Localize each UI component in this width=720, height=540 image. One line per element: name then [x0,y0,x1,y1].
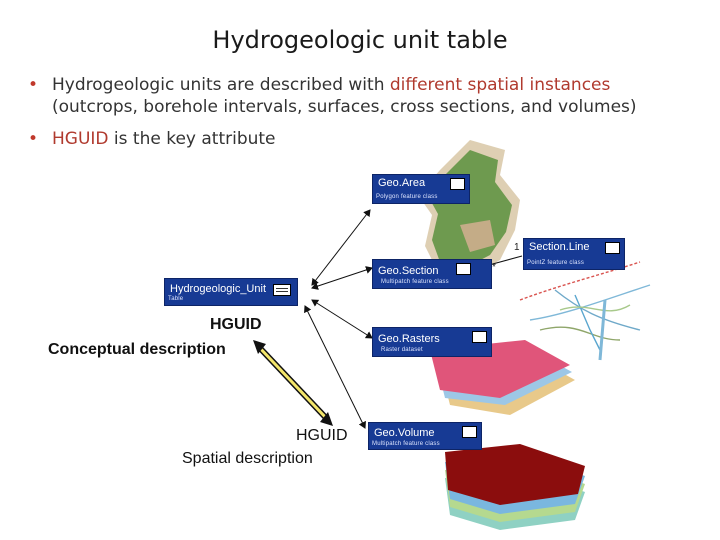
connector-to-geo-rasters [311,299,373,339]
slide-title: Hydrogeologic unit table [212,26,508,54]
bullet-item-spatial-instances: • Hydrogeologic units are described with… [26,74,706,118]
geo-section-class[interactable]: Geo.Section Multipatch feature class [372,259,492,289]
bullet-item-hguid: • HGUID is the key attribute [26,128,706,150]
class-name: Geo.Rasters [378,333,440,345]
polygon-outcrop-image [418,140,520,278]
table-icon [273,284,291,296]
section-line-class[interactable]: Section.Line PointZ feature class [523,238,625,270]
geo-volume-class[interactable]: Geo.Volume Multipatch feature class [368,422,482,450]
multipatch-class-icon [462,426,477,438]
bullet-text-post: is the key attribute [108,129,276,149]
connector-to-geo-volume [304,305,366,429]
bullet-text-highlight: different spatial instances [389,75,611,95]
class-type: Raster dataset [381,347,423,353]
connector-to-geo-area [311,209,371,286]
geo-rasters-class[interactable]: Geo.Rasters Raster dataset [372,327,492,357]
table-name: Hydrogeologic_Unit [170,283,266,295]
bullet-list: • Hydrogeologic units are described with… [26,74,706,160]
raster-class-icon [472,331,487,343]
class-name: Section.Line [529,241,590,253]
conceptual-description-label: Conceptual description [48,341,226,358]
hguid-spatial-label: HGUID [296,427,348,444]
multiplicity-many: * [492,262,496,273]
hguid-conceptual-label: HGUID [210,316,262,333]
polygon-class-icon [450,178,465,190]
hguid-link-head-top [253,340,266,354]
class-type: Polygon feature class [376,194,438,200]
connector-to-geo-section [311,266,373,290]
class-type: Multipatch feature class [372,441,440,447]
bullet-dot-icon: • [28,129,39,149]
class-type: PointZ feature class [527,260,585,266]
bullet-text-pre: Hydrogeologic units are described with [52,75,390,95]
bullet-text-post: (outcrops, borehole intervals, surfaces,… [52,97,637,117]
geo-area-class[interactable]: Geo.Area Polygon feature class [372,174,470,204]
multiplicity-one: 1 [514,242,520,253]
hydrogeologic-unit-table[interactable]: Hydrogeologic_Unit Table [164,278,298,306]
class-name: Geo.Area [378,177,426,189]
raster-surfaces-image [430,340,575,415]
volume-block-image [445,444,585,530]
spatial-description-label: Spatial description [182,450,313,467]
cross-section-lines-image [519,261,651,361]
table-type: Table [168,296,184,302]
line-class-icon [605,242,620,254]
bullet-dot-icon: • [28,75,39,95]
class-name: Geo.Section [378,265,439,277]
class-type: Multipatch feature class [381,279,449,285]
hguid-link-arrow [256,344,330,422]
multipatch-class-icon [456,263,471,275]
hguid-link-head-bottom [320,412,333,426]
bullet-text-highlight: HGUID [52,129,109,149]
class-name: Geo.Volume [374,427,435,439]
